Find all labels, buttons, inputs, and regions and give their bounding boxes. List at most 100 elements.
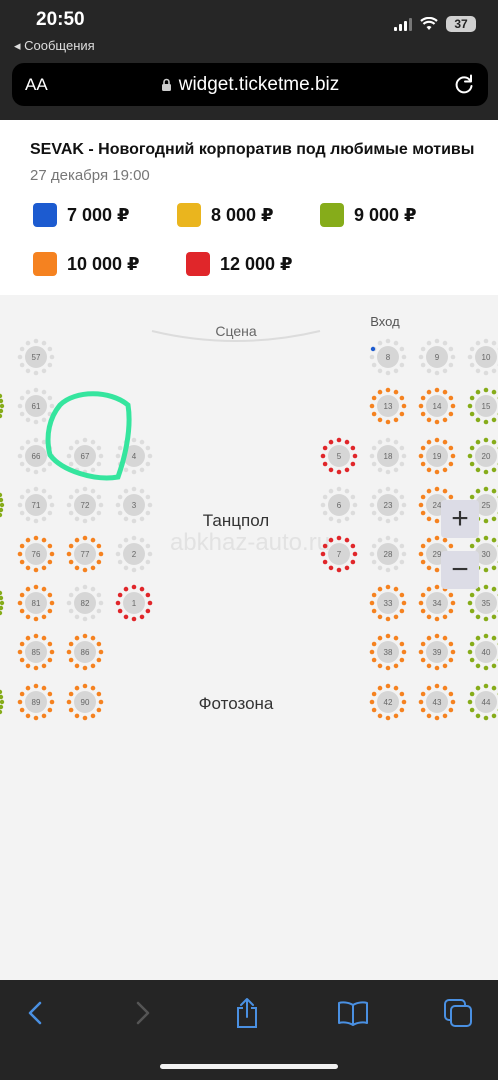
seat-dot[interactable] bbox=[19, 445, 25, 451]
seat-dot[interactable] bbox=[448, 346, 454, 352]
seat-dot[interactable] bbox=[41, 368, 47, 374]
seat-dot[interactable] bbox=[399, 559, 405, 565]
seat-dot[interactable] bbox=[328, 565, 334, 571]
seat-dot[interactable] bbox=[17, 453, 23, 459]
table-14[interactable]: 14 bbox=[418, 387, 456, 425]
seat-dot[interactable] bbox=[399, 657, 405, 663]
seat-dot[interactable] bbox=[19, 411, 25, 417]
table-61[interactable]: 61 bbox=[17, 387, 55, 425]
seat-dot[interactable] bbox=[418, 453, 424, 459]
seat-dot[interactable] bbox=[33, 715, 39, 721]
seat-dot[interactable] bbox=[371, 592, 377, 598]
seat-dot[interactable] bbox=[491, 389, 497, 395]
seat-dot[interactable] bbox=[74, 614, 80, 620]
address-bar[interactable]: AA widget.ticketme.biz bbox=[12, 63, 488, 106]
seat-dot[interactable] bbox=[420, 362, 426, 368]
seat-dot[interactable] bbox=[123, 614, 129, 620]
seat-dot[interactable] bbox=[420, 346, 426, 352]
seat-dot[interactable] bbox=[0, 502, 5, 508]
seat-dot[interactable] bbox=[448, 461, 454, 467]
seat-dot[interactable] bbox=[123, 516, 129, 522]
seat-dot[interactable] bbox=[475, 685, 481, 691]
seat-dot[interactable] bbox=[147, 551, 153, 557]
seat-dot[interactable] bbox=[448, 592, 454, 598]
seat-dot[interactable] bbox=[483, 469, 489, 475]
back-button[interactable] bbox=[15, 998, 55, 1028]
seat-dot[interactable] bbox=[33, 535, 39, 541]
table-40[interactable]: 40 bbox=[467, 633, 498, 671]
seat-dot[interactable] bbox=[17, 600, 23, 606]
seat-dot[interactable] bbox=[401, 502, 407, 508]
seat-dot[interactable] bbox=[469, 592, 475, 598]
seat-dot[interactable] bbox=[328, 467, 334, 473]
table-28[interactable]: 28 bbox=[369, 535, 407, 573]
table-circle[interactable] bbox=[377, 592, 399, 614]
seat-dot[interactable] bbox=[117, 510, 123, 516]
seat-dot[interactable] bbox=[82, 683, 88, 689]
seat-dot[interactable] bbox=[491, 663, 497, 669]
seat-dot[interactable] bbox=[475, 614, 481, 620]
seat-dot[interactable] bbox=[322, 559, 328, 565]
seat-dot[interactable] bbox=[467, 354, 473, 360]
seat-dot[interactable] bbox=[377, 685, 383, 691]
seat-dot[interactable] bbox=[491, 340, 497, 346]
seat-dot[interactable] bbox=[401, 453, 407, 459]
seat-dot[interactable] bbox=[377, 537, 383, 543]
seat-dot[interactable] bbox=[434, 616, 440, 622]
seat-dot[interactable] bbox=[434, 486, 440, 492]
seat-dot[interactable] bbox=[41, 389, 47, 395]
seat-dot[interactable] bbox=[47, 461, 53, 467]
seat-dot[interactable] bbox=[483, 715, 489, 721]
seat-dot[interactable] bbox=[49, 600, 55, 606]
table-circle[interactable] bbox=[377, 346, 399, 368]
seat-dot[interactable] bbox=[491, 685, 497, 691]
seat-dot[interactable] bbox=[426, 663, 432, 669]
seat-dot[interactable] bbox=[68, 559, 74, 565]
seat-dot[interactable] bbox=[123, 537, 129, 543]
table-circle[interactable] bbox=[377, 395, 399, 417]
seat-dot[interactable] bbox=[115, 502, 121, 508]
seat-dot[interactable] bbox=[115, 453, 121, 459]
table-86[interactable]: 86 bbox=[66, 633, 104, 671]
seat-dot[interactable] bbox=[82, 633, 88, 639]
seat-dot[interactable] bbox=[434, 715, 440, 721]
seat-dot[interactable] bbox=[74, 635, 80, 641]
seat-dot[interactable] bbox=[96, 707, 102, 713]
table-circle[interactable] bbox=[377, 494, 399, 516]
seat-dot[interactable] bbox=[369, 453, 375, 459]
seat-dot[interactable] bbox=[371, 510, 377, 516]
seat-dot[interactable] bbox=[401, 699, 407, 705]
seat-dot[interactable] bbox=[434, 469, 440, 475]
seat-dot[interactable] bbox=[393, 663, 399, 669]
seat-dot[interactable] bbox=[475, 488, 481, 494]
seat-dot[interactable] bbox=[399, 346, 405, 352]
seat-dot[interactable] bbox=[145, 559, 151, 565]
seat-dot[interactable] bbox=[147, 600, 153, 606]
seat-dot[interactable] bbox=[66, 551, 72, 557]
seat-dot[interactable] bbox=[25, 417, 31, 423]
seat-dot[interactable] bbox=[442, 417, 448, 423]
seat-dot[interactable] bbox=[96, 510, 102, 516]
seat-dot[interactable] bbox=[98, 649, 104, 655]
seat-dot[interactable] bbox=[385, 370, 391, 376]
seat-dot[interactable] bbox=[393, 368, 399, 374]
seat-dot[interactable] bbox=[442, 663, 448, 669]
seat-dot[interactable] bbox=[426, 389, 432, 395]
seat-dot[interactable] bbox=[450, 403, 456, 409]
table-33[interactable]: 33 bbox=[369, 584, 407, 622]
seat-dot[interactable] bbox=[448, 362, 454, 368]
seat-dot[interactable] bbox=[344, 565, 350, 571]
seat-dot[interactable] bbox=[393, 467, 399, 473]
table-circle[interactable] bbox=[475, 445, 497, 467]
seat-dot[interactable] bbox=[399, 494, 405, 500]
seat-dot[interactable] bbox=[442, 614, 448, 620]
seat-dot[interactable] bbox=[96, 543, 102, 549]
seat-dot[interactable] bbox=[19, 592, 25, 598]
seat-dot[interactable] bbox=[66, 699, 72, 705]
seat-dot[interactable] bbox=[469, 494, 475, 500]
seat-dot[interactable] bbox=[19, 362, 25, 368]
table-circle[interactable] bbox=[475, 592, 497, 614]
table-circle[interactable] bbox=[426, 592, 448, 614]
seat-dot[interactable] bbox=[469, 691, 475, 697]
seat-dot[interactable] bbox=[0, 605, 4, 611]
